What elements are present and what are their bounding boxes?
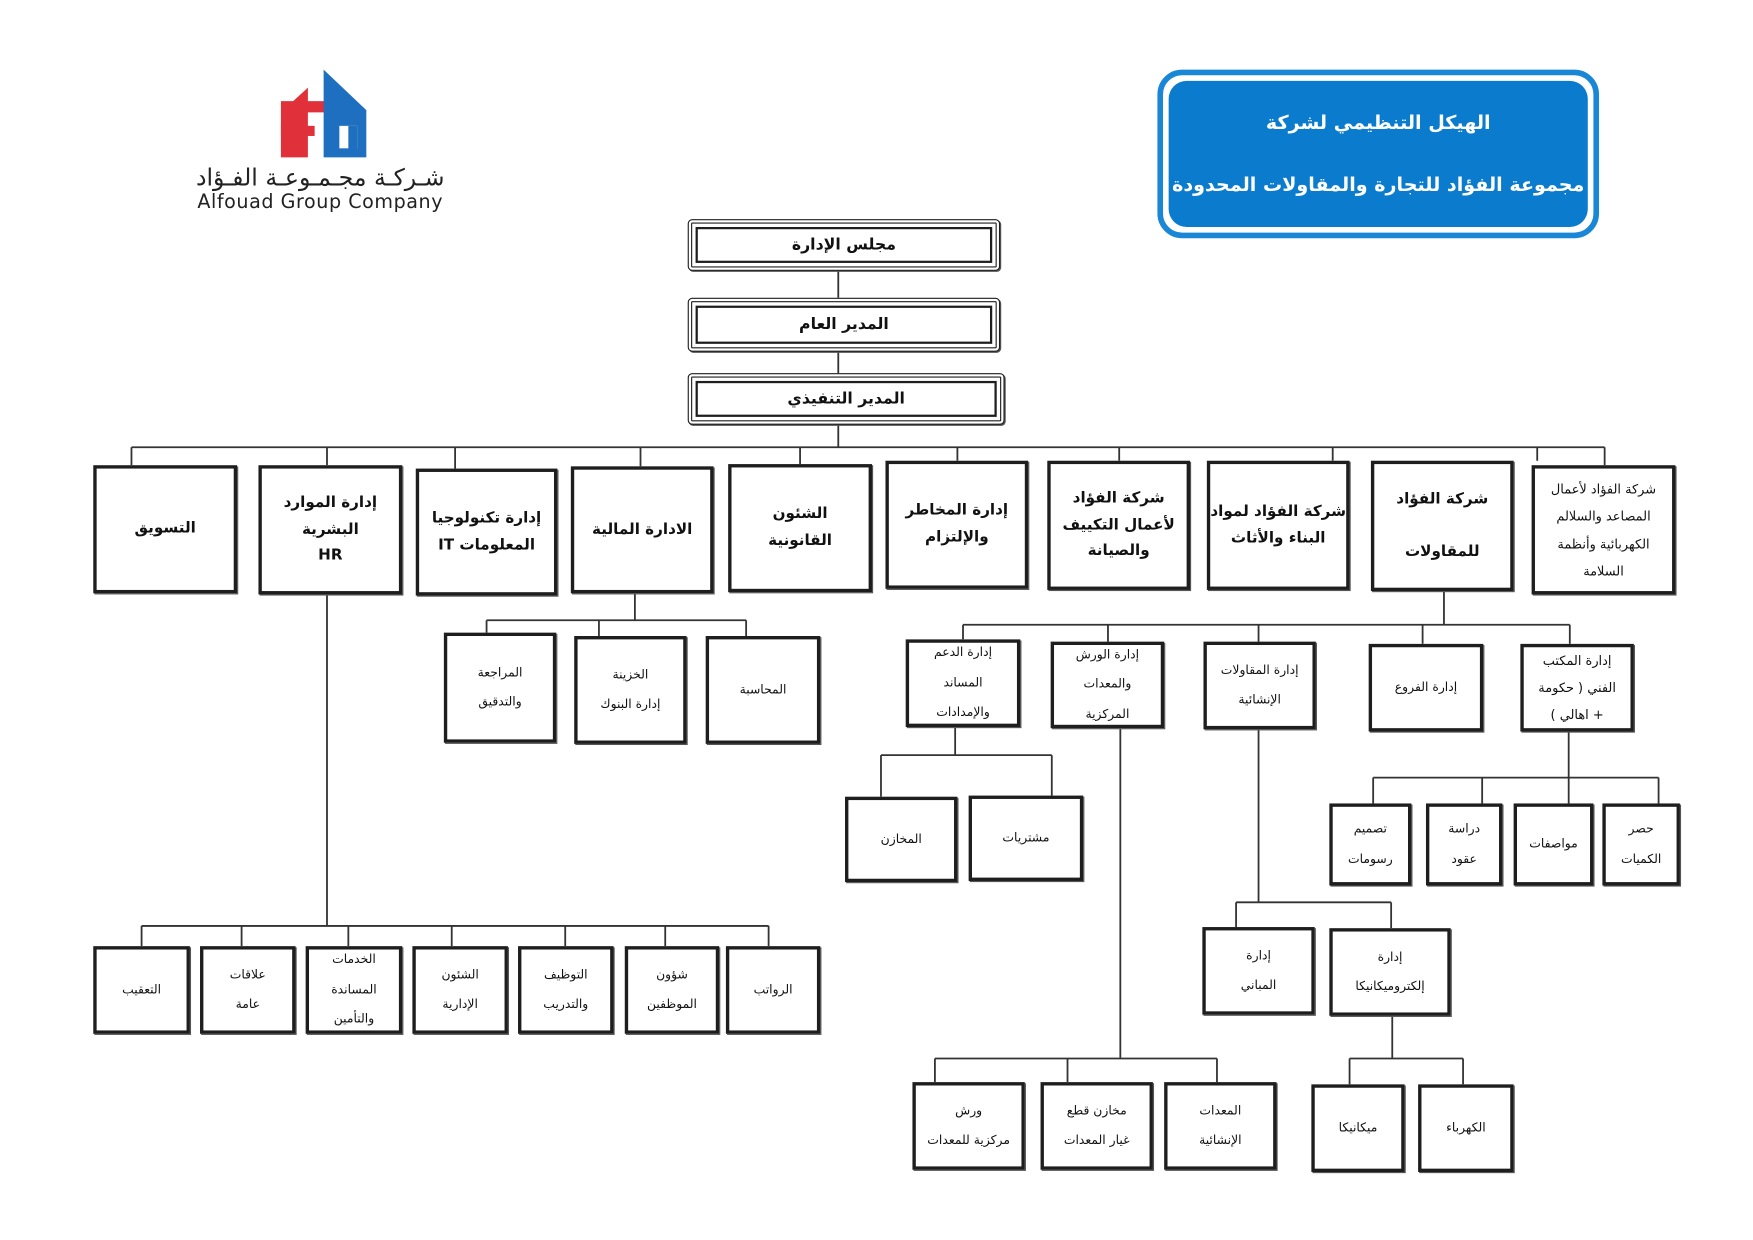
spare-parts-label: مخازن قطع غيار المعدات: [1063, 1103, 1130, 1148]
technical-office-label: إدارة المكتب الفني ( حكومة + اهالي ): [1538, 652, 1616, 723]
design-box: تصميم رسومات: [1329, 803, 1412, 886]
support-services-box: الخدمات المساندة والتأمين: [305, 946, 403, 1034]
it-box: إدارة تكنولوجيا المعلومات IT: [415, 468, 558, 596]
chart-title-line1: الهيكل التنظيمي لشركة: [1265, 111, 1491, 135]
board-label: مجلس الإدارة: [791, 235, 896, 254]
construction-label: إدارة المقاولات الإنشائية: [1220, 662, 1299, 707]
purchases-label: مشتريات: [1002, 830, 1050, 845]
construction-equipment-box: المعدات الإنشائية: [1164, 1082, 1277, 1170]
executive-director-box: المدير التنفيذي: [687, 373, 1005, 425]
employee-affairs-box: شؤون الموظفين: [624, 946, 720, 1034]
recruitment-label: التوظيف والتدريب: [543, 967, 589, 1012]
chart-title-box: الهيكل التنظيمي لشركة مجموعة الفؤاد للتج…: [1157, 69, 1600, 239]
logo-arabic-text: شـركـة مجـمـوعـة الفـؤاد: [195, 164, 445, 192]
design-label: تصميم رسومات: [1347, 821, 1393, 866]
board-box: مجلس الإدارة: [687, 219, 1001, 271]
treasury-label: الخزينة إدارة البنوك: [600, 667, 661, 712]
quantities-label: حصر الكميات: [1621, 821, 1662, 866]
hr-label: إدارة الموارد البشرية HR: [283, 493, 378, 565]
audit-box: المراجعة والتدقيق: [443, 632, 557, 743]
branches-label: إدارة الفروع: [1394, 679, 1458, 695]
follow-up-label: التعقيب: [122, 981, 162, 997]
support-services-label: الخدمات المساندة والتأمين: [331, 952, 377, 1027]
audit-label: المراجعة والتدقيق: [477, 664, 523, 710]
electricity-label: الكهرباء: [1446, 1120, 1486, 1135]
public-relations-box: علاقات عامة: [200, 946, 296, 1034]
admin-affairs-label: الشئون الإدارية: [441, 967, 479, 1012]
stores-label: المخازن: [880, 831, 922, 846]
specifications-label: مواصفات: [1529, 836, 1578, 851]
construction-equipment-label: المعدات الإنشائية: [1199, 1103, 1242, 1148]
accounting-label: المحاسبة: [739, 681, 787, 697]
legal-box: الشئون القانونية: [728, 464, 872, 593]
treasury-box: الخزينة إدارة البنوك: [574, 636, 687, 744]
payroll-label: الرواتب: [753, 981, 793, 997]
mechanics-label: ميكانيكا: [1338, 1120, 1378, 1135]
risk-label: إدارة المخاطر والإلتزام: [905, 501, 1009, 547]
company-logo: شـركـة مجـمـوعـة الفـؤاد Alfouad Group C…: [169, 67, 484, 224]
support-label: إدارة الدعم المساند والإمدادات: [933, 645, 993, 720]
spare-parts-box: مخازن قطع غيار المعدات: [1040, 1082, 1153, 1170]
central-workshops-label: ورش مركزية للمعدات: [927, 1103, 1010, 1148]
elevators-company-label: شركة الفؤاد لأعمال المصاعد والسلالم الكه…: [1550, 481, 1657, 579]
legal-label: الشئون القانونية: [768, 504, 832, 550]
building-materials-company-box: شركة الفؤاد لمواد البناء والأثاث: [1206, 460, 1350, 590]
hvac-company-label: شركة الفؤاد لأعمال التكييف والصيانة: [1062, 488, 1175, 560]
elevators-company-box: شركة الفؤاد لأعمال المصاعد والسلالم الكه…: [1531, 465, 1676, 595]
payroll-box: الرواتب: [725, 946, 821, 1034]
follow-up-box: التعقيب: [93, 946, 190, 1034]
contracts-study-label: دراسة عقود: [1448, 821, 1481, 866]
support-box: إدارة الدعم المساند والإمدادات: [905, 639, 1021, 728]
employee-affairs-label: شؤون الموظفين: [646, 967, 697, 1012]
electricity-box: الكهرباء: [1418, 1084, 1514, 1173]
admin-affairs-box: الشئون الإدارية: [412, 946, 508, 1034]
branches-box: إدارة الفروع: [1368, 643, 1484, 732]
workshops-label: إدارة الورش والمعدات المركزية: [1075, 647, 1140, 722]
purchases-box: مشتريات: [968, 795, 1084, 881]
specifications-box: مواصفات: [1513, 803, 1594, 886]
hvac-company-box: شركة الفؤاد لأعمال التكييف والصيانة: [1047, 460, 1190, 590]
chart-title-line2: مجموعة الفؤاد للتجارة والمقاولات المحدود…: [1172, 173, 1585, 197]
risk-box: إدارة المخاطر والإلتزام: [885, 460, 1029, 589]
accounting-box: المحاسبة: [705, 636, 821, 744]
building-materials-company-label: شركة الفؤاد لمواد البناء والأثاث: [1210, 502, 1347, 547]
contracting-company-label: شركة الفؤاد للمقاولات: [1396, 489, 1489, 561]
workshops-box: إدارة الورش والمعدات المركزية: [1050, 641, 1165, 729]
it-label: إدارة تكنولوجيا المعلومات IT: [431, 508, 542, 554]
contracts-study-box: دراسة عقود: [1425, 803, 1503, 886]
logo-english-text: Alfouad Group Company: [197, 191, 444, 214]
fg-logo-icon: [280, 69, 367, 158]
marketing-label: التسويق: [134, 519, 196, 538]
finance-label: الادارة المالية: [592, 519, 693, 538]
public-relations-label: علاقات عامة: [229, 967, 266, 1012]
quantities-box: حصر الكميات: [1602, 803, 1680, 886]
mechanics-box: ميكانيكا: [1311, 1084, 1405, 1173]
technical-office-box: إدارة المكتب الفني ( حكومة + اهالي ): [1520, 643, 1634, 732]
contracting-company-box: شركة الفؤاد للمقاولات: [1370, 460, 1514, 592]
recruitment-box: التوظيف والتدريب: [518, 946, 614, 1034]
buildings-box: إدارة المباني: [1202, 927, 1315, 1015]
marketing-box: التسويق: [93, 465, 238, 594]
buildings-label: إدارة المباني: [1240, 947, 1277, 993]
central-workshops-box: ورش مركزية للمعدات: [912, 1082, 1025, 1170]
hr-box: إدارة الموارد البشرية HR: [258, 465, 403, 595]
general-manager-box: المدير العام: [687, 297, 1001, 352]
stores-box: المخازن: [845, 796, 958, 883]
construction-box: إدارة المقاولات الإنشائية: [1203, 641, 1316, 730]
finance-box: الادارة المالية: [570, 466, 714, 594]
executive-director-label: المدير التنفيذي: [787, 389, 905, 408]
electromechanics-box: إدارة إلكتروميكانيكا: [1329, 928, 1451, 1016]
general-manager-label: المدير العام: [799, 315, 889, 334]
electromechanics-label: إدارة إلكتروميكانيكا: [1355, 949, 1425, 994]
